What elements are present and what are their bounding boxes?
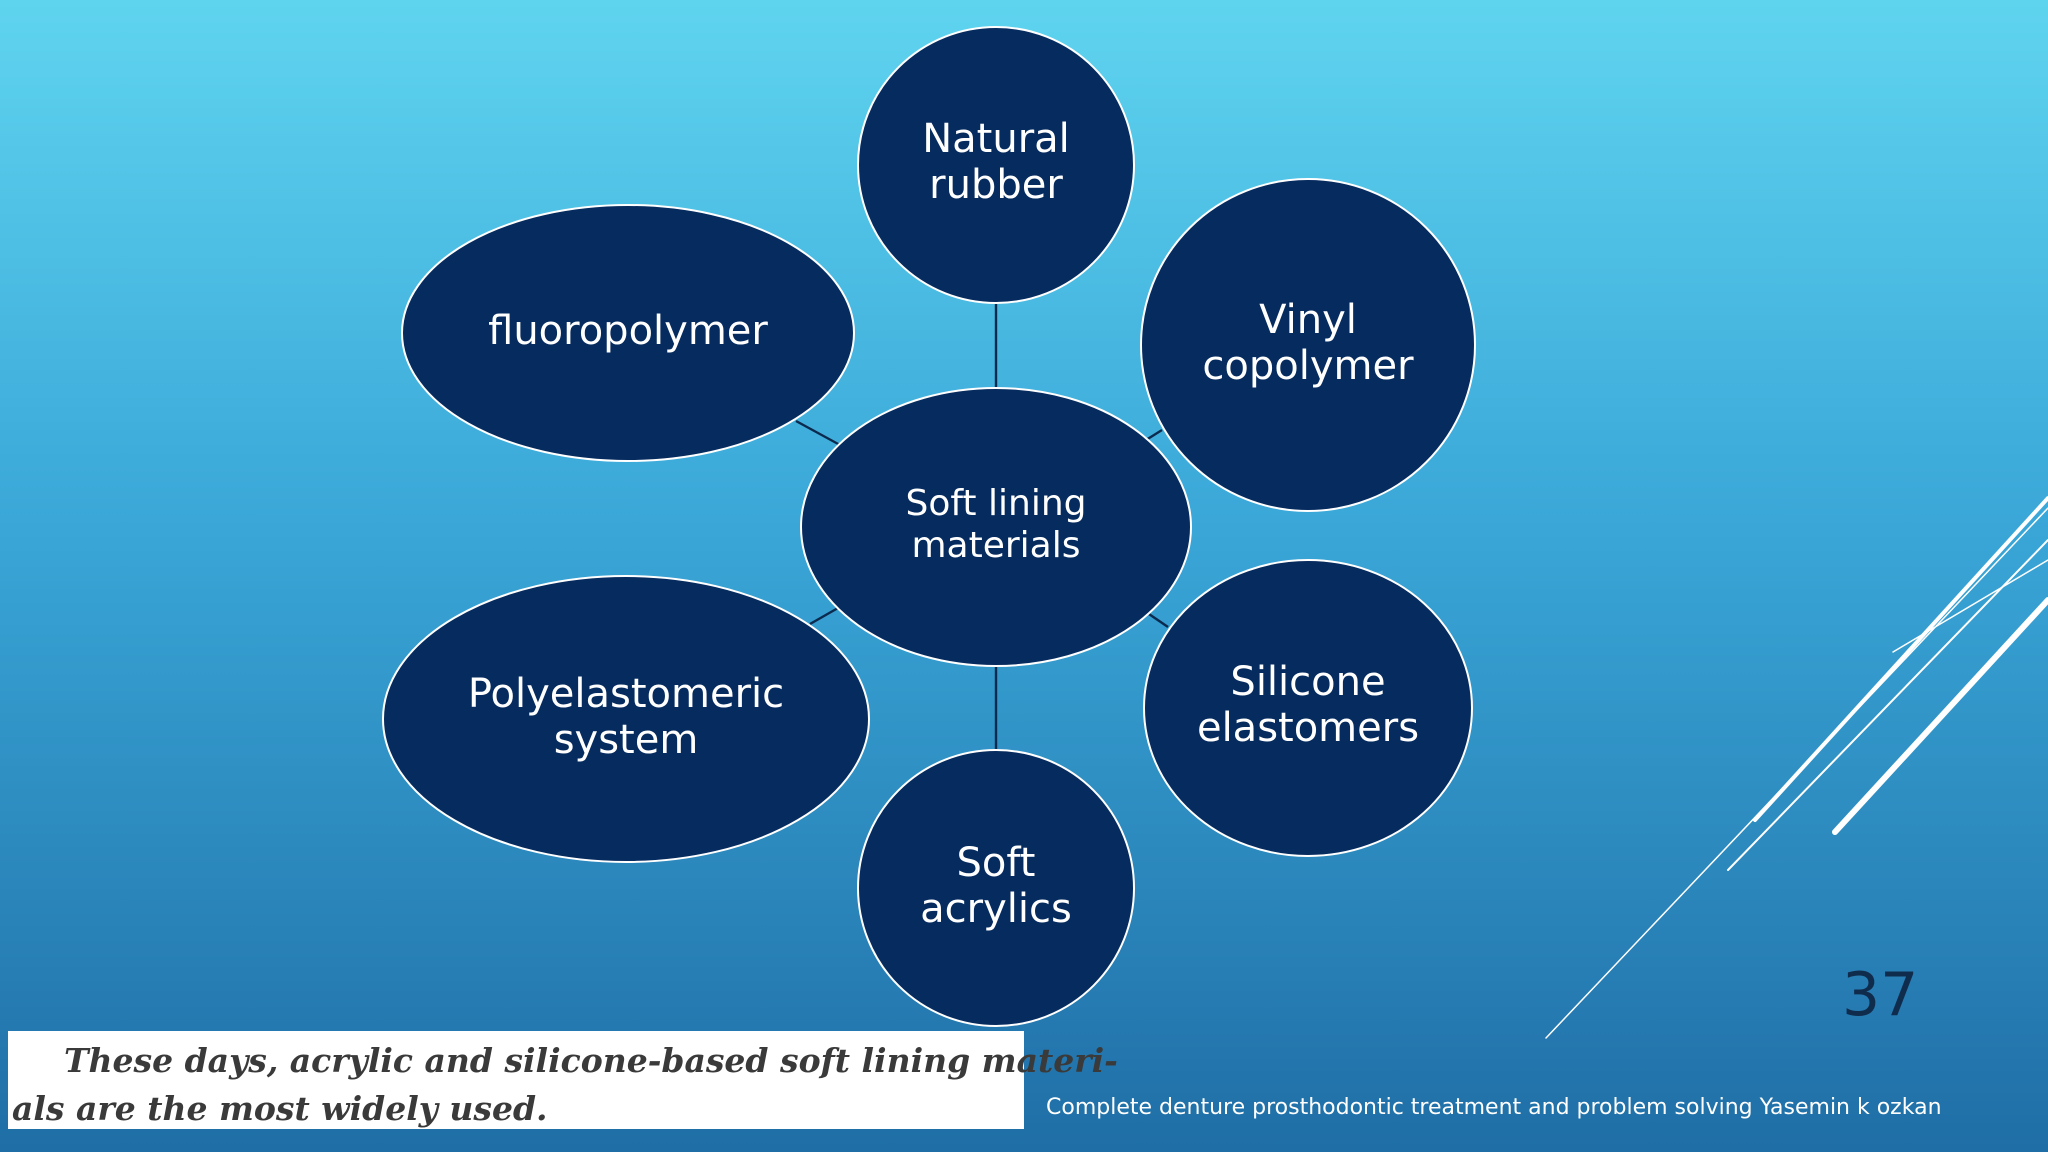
center-node-line-1: Soft lining	[906, 483, 1087, 524]
quote-box: These days, acrylic and silicone-based s…	[8, 1031, 1118, 1129]
node-vinyl-copolymer: Vinyl copolymer	[1140, 178, 1476, 512]
node-vinyl-copolymer-shape	[1140, 178, 1476, 512]
deco-line-2	[1727, 539, 2048, 871]
node-natural-rubber-shape	[857, 26, 1135, 304]
node-natural-rubber-line-2: rubber	[929, 162, 1063, 208]
page-number: 37	[1842, 960, 1919, 1030]
center-node-line-2: materials	[911, 525, 1080, 566]
deco-line-5	[1545, 507, 2048, 1039]
deco-line-4	[1892, 559, 2048, 653]
connector-silicone-elastomers	[1145, 611, 1169, 628]
decorative-lines	[1545, 496, 2048, 1039]
node-polyelastomeric-system-shape	[382, 575, 870, 863]
node-natural-rubber: Natural rubber	[857, 26, 1135, 304]
quote-line-2: als are the most widely used.	[12, 1089, 548, 1128]
quote-line-1: These days, acrylic and silicone-based s…	[64, 1041, 1118, 1080]
node-polyelastomeric-system-line-1: Polyelastomeric	[468, 671, 784, 717]
node-fluoropolymer-label: fluoropolymer	[488, 308, 768, 354]
node-silicone-elastomers-shape	[1143, 559, 1473, 857]
connector-vinyl-copolymer	[1145, 428, 1163, 442]
node-soft-acrylics: Soft acrylics	[857, 749, 1135, 1027]
node-vinyl-copolymer-line-1: Vinyl	[1259, 297, 1357, 343]
node-fluoropolymer: fluoropolymer	[401, 204, 855, 462]
node-soft-acrylics-line-1: Soft	[957, 840, 1036, 886]
center-node: Soft lining materials	[800, 387, 1192, 667]
node-silicone-elastomers-line-1: Silicone	[1230, 659, 1385, 705]
node-vinyl-copolymer-line-2: copolymer	[1202, 343, 1414, 389]
node-polyelastomeric-system: Polyelastomeric system	[382, 575, 870, 863]
node-soft-acrylics-shape	[857, 749, 1135, 1027]
node-natural-rubber-line-1: Natural	[922, 116, 1070, 162]
node-polyelastomeric-system-line-2: system	[554, 717, 699, 763]
deco-line-3	[1832, 597, 2048, 835]
connectors	[795, 304, 1169, 750]
connector-fluoropolymer	[795, 419, 841, 447]
center-node-shape	[800, 387, 1192, 667]
node-fluoropolymer-shape	[401, 204, 855, 462]
node-silicone-elastomers-line-2: elastomers	[1197, 705, 1419, 751]
node-silicone-elastomers: Silicone elastomers	[1143, 559, 1473, 857]
citation: Complete denture prosthodontic treatment…	[1046, 1095, 1942, 1120]
node-soft-acrylics-line-2: acrylics	[920, 886, 1072, 932]
connector-polyelastomeric-system	[809, 606, 839, 626]
